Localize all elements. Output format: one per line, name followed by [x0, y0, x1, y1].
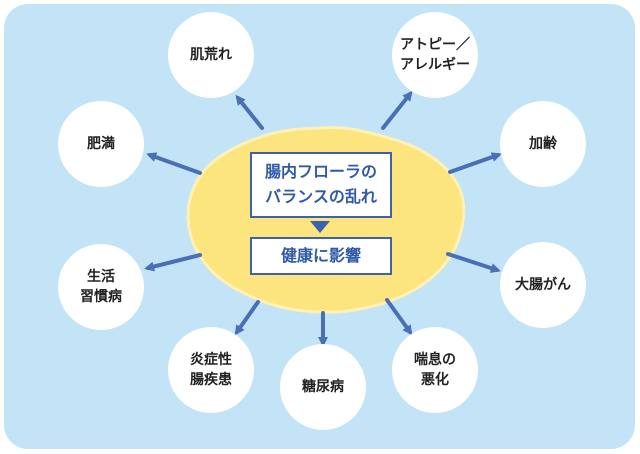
- arrow-obesity: [146, 152, 202, 175]
- bubble-label: アレルギー: [400, 57, 470, 73]
- bubble-label: 肥満: [87, 135, 115, 152]
- bubble-label: 糖尿病: [302, 378, 344, 395]
- bubble-label: 加齢: [529, 135, 557, 152]
- bubble-label: 悪化: [421, 372, 449, 388]
- bubble-label: 大腸がん: [515, 276, 571, 293]
- down-arrow-icon: [310, 221, 330, 233]
- arrow-colon-cancer: [446, 252, 501, 273]
- flora-imbalance-line-2: バランスの乱れ: [265, 186, 377, 206]
- bubble-label: 喘息の: [414, 351, 456, 368]
- bubble-colon-cancer: 大腸がん: [500, 242, 586, 328]
- health-effect-box: 健康に影響: [250, 237, 392, 275]
- bubble-asthma-worsening: 喘息の 悪化: [392, 327, 478, 413]
- bubble-label: 習慣病: [80, 289, 122, 305]
- bubble-skin-trouble: 肌荒れ: [168, 12, 254, 98]
- bubble-label: 肌荒れ: [190, 46, 232, 63]
- arrow-ibd: [234, 300, 260, 336]
- bubble-label: 生活: [87, 268, 115, 285]
- bubble-label: アトピー／: [400, 36, 470, 53]
- arrow-allergy: [381, 90, 413, 130]
- arrow-asthma: [385, 298, 413, 336]
- flora-imbalance-line-1: 腸内フローラの: [264, 162, 377, 181]
- bubble-inflammatory-bowel-disease: 炎症性 腸疾患: [168, 327, 254, 413]
- bubble-label: 炎症性: [190, 351, 232, 368]
- arrow-aging: [448, 152, 502, 174]
- bubble-obesity: 肥満: [58, 101, 144, 187]
- bubble-diabetes: 糖尿病: [280, 344, 366, 430]
- arrow-skin: [235, 94, 264, 130]
- flora-imbalance-box: 腸内フローラの バランスの乱れ: [250, 152, 392, 218]
- bubble-lifestyle-disease: 生活 習慣病: [58, 244, 144, 330]
- bubble-atopy-allergy: アトピー／ アレルギー: [392, 12, 478, 98]
- bubble-aging: 加齢: [500, 101, 586, 187]
- bubble-label: 腸疾患: [190, 372, 232, 388]
- arrow-lifestyle: [144, 253, 202, 272]
